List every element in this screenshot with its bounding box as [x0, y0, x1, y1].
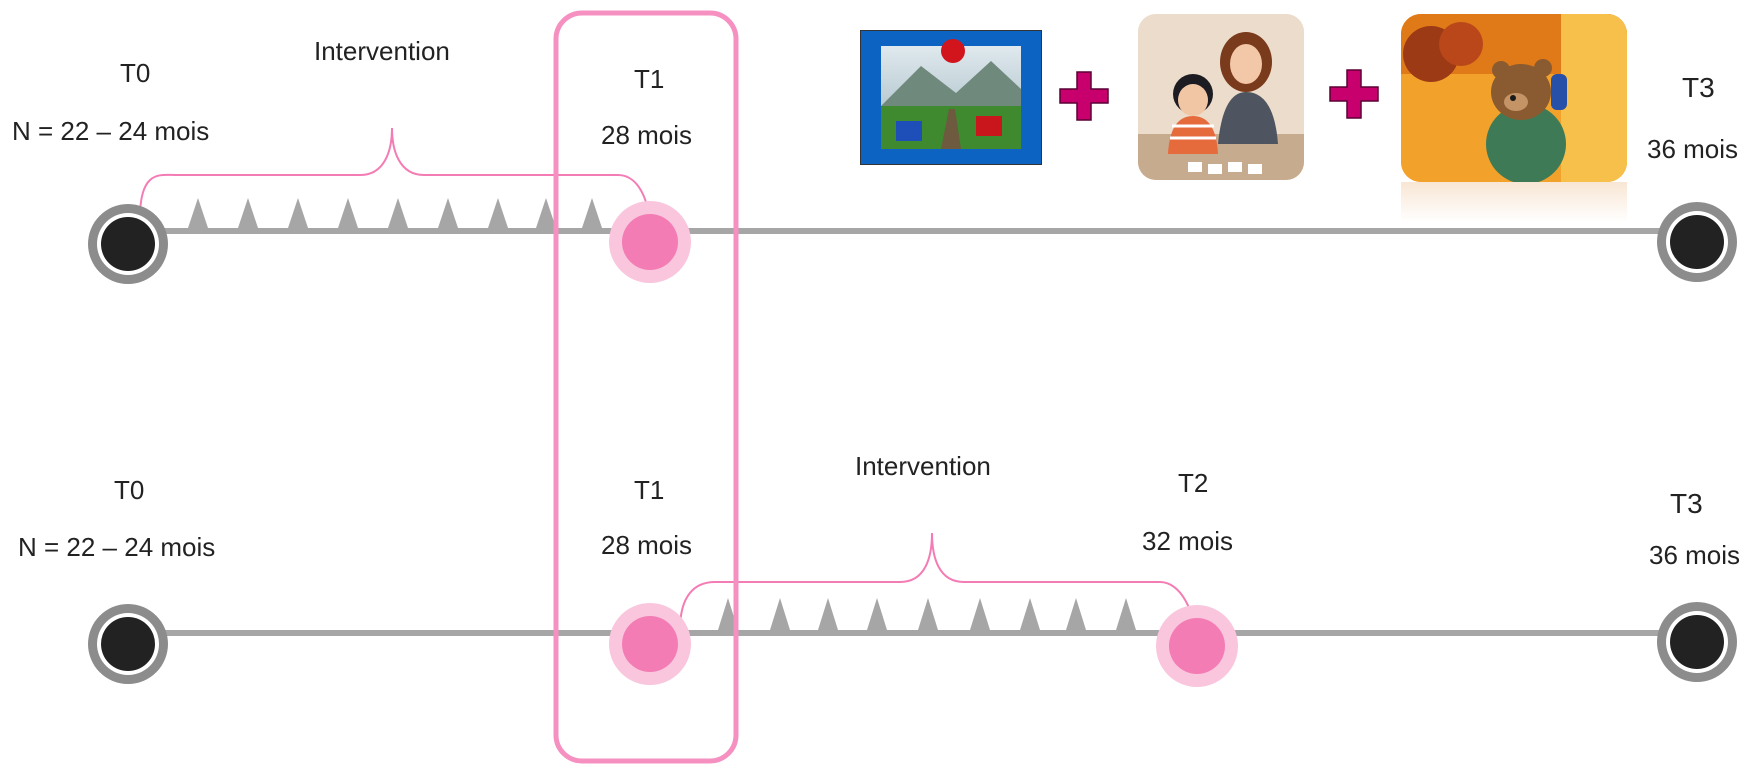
row1-t3-label: T3	[1682, 72, 1715, 103]
row1-t1-label: T1	[634, 64, 665, 94]
row1-t1-age: 28 mois	[601, 120, 693, 150]
row1-t0-age: N = 22 – 24 mois	[12, 116, 210, 146]
row1-t0-label: T0	[120, 58, 151, 88]
row2-t0-age: N = 22 – 24 mois	[18, 532, 216, 562]
t1-highlight-box	[553, 10, 739, 764]
row2-t2-age: 32 mois	[1142, 526, 1234, 556]
session-markers-row1	[188, 198, 602, 228]
intervention-brace-row2	[679, 532, 1196, 641]
mother-child-cards-image	[1138, 14, 1304, 180]
row2-t3-label: T3	[1670, 488, 1703, 519]
game-board-image	[860, 30, 1042, 165]
image-reflection	[1401, 182, 1627, 222]
plus-icon	[1059, 71, 1109, 121]
row1-intervention-label: Intervention	[314, 36, 450, 66]
row2-intervention-label: Intervention	[855, 451, 991, 481]
bear-storybook-image	[1401, 14, 1627, 182]
row2-t1-age: 28 mois	[601, 530, 693, 560]
plus-icon	[1329, 69, 1379, 119]
row2-t0-label: T0	[114, 475, 145, 505]
row2-t2-label: T2	[1178, 468, 1209, 498]
row2-t1-label: T1	[634, 475, 665, 505]
row1-t3-age: 36 mois	[1647, 134, 1739, 164]
intervention-brace-row1	[139, 127, 652, 241]
row2-t3-age: 36 mois	[1649, 540, 1741, 570]
session-markers-row2	[718, 598, 1136, 630]
